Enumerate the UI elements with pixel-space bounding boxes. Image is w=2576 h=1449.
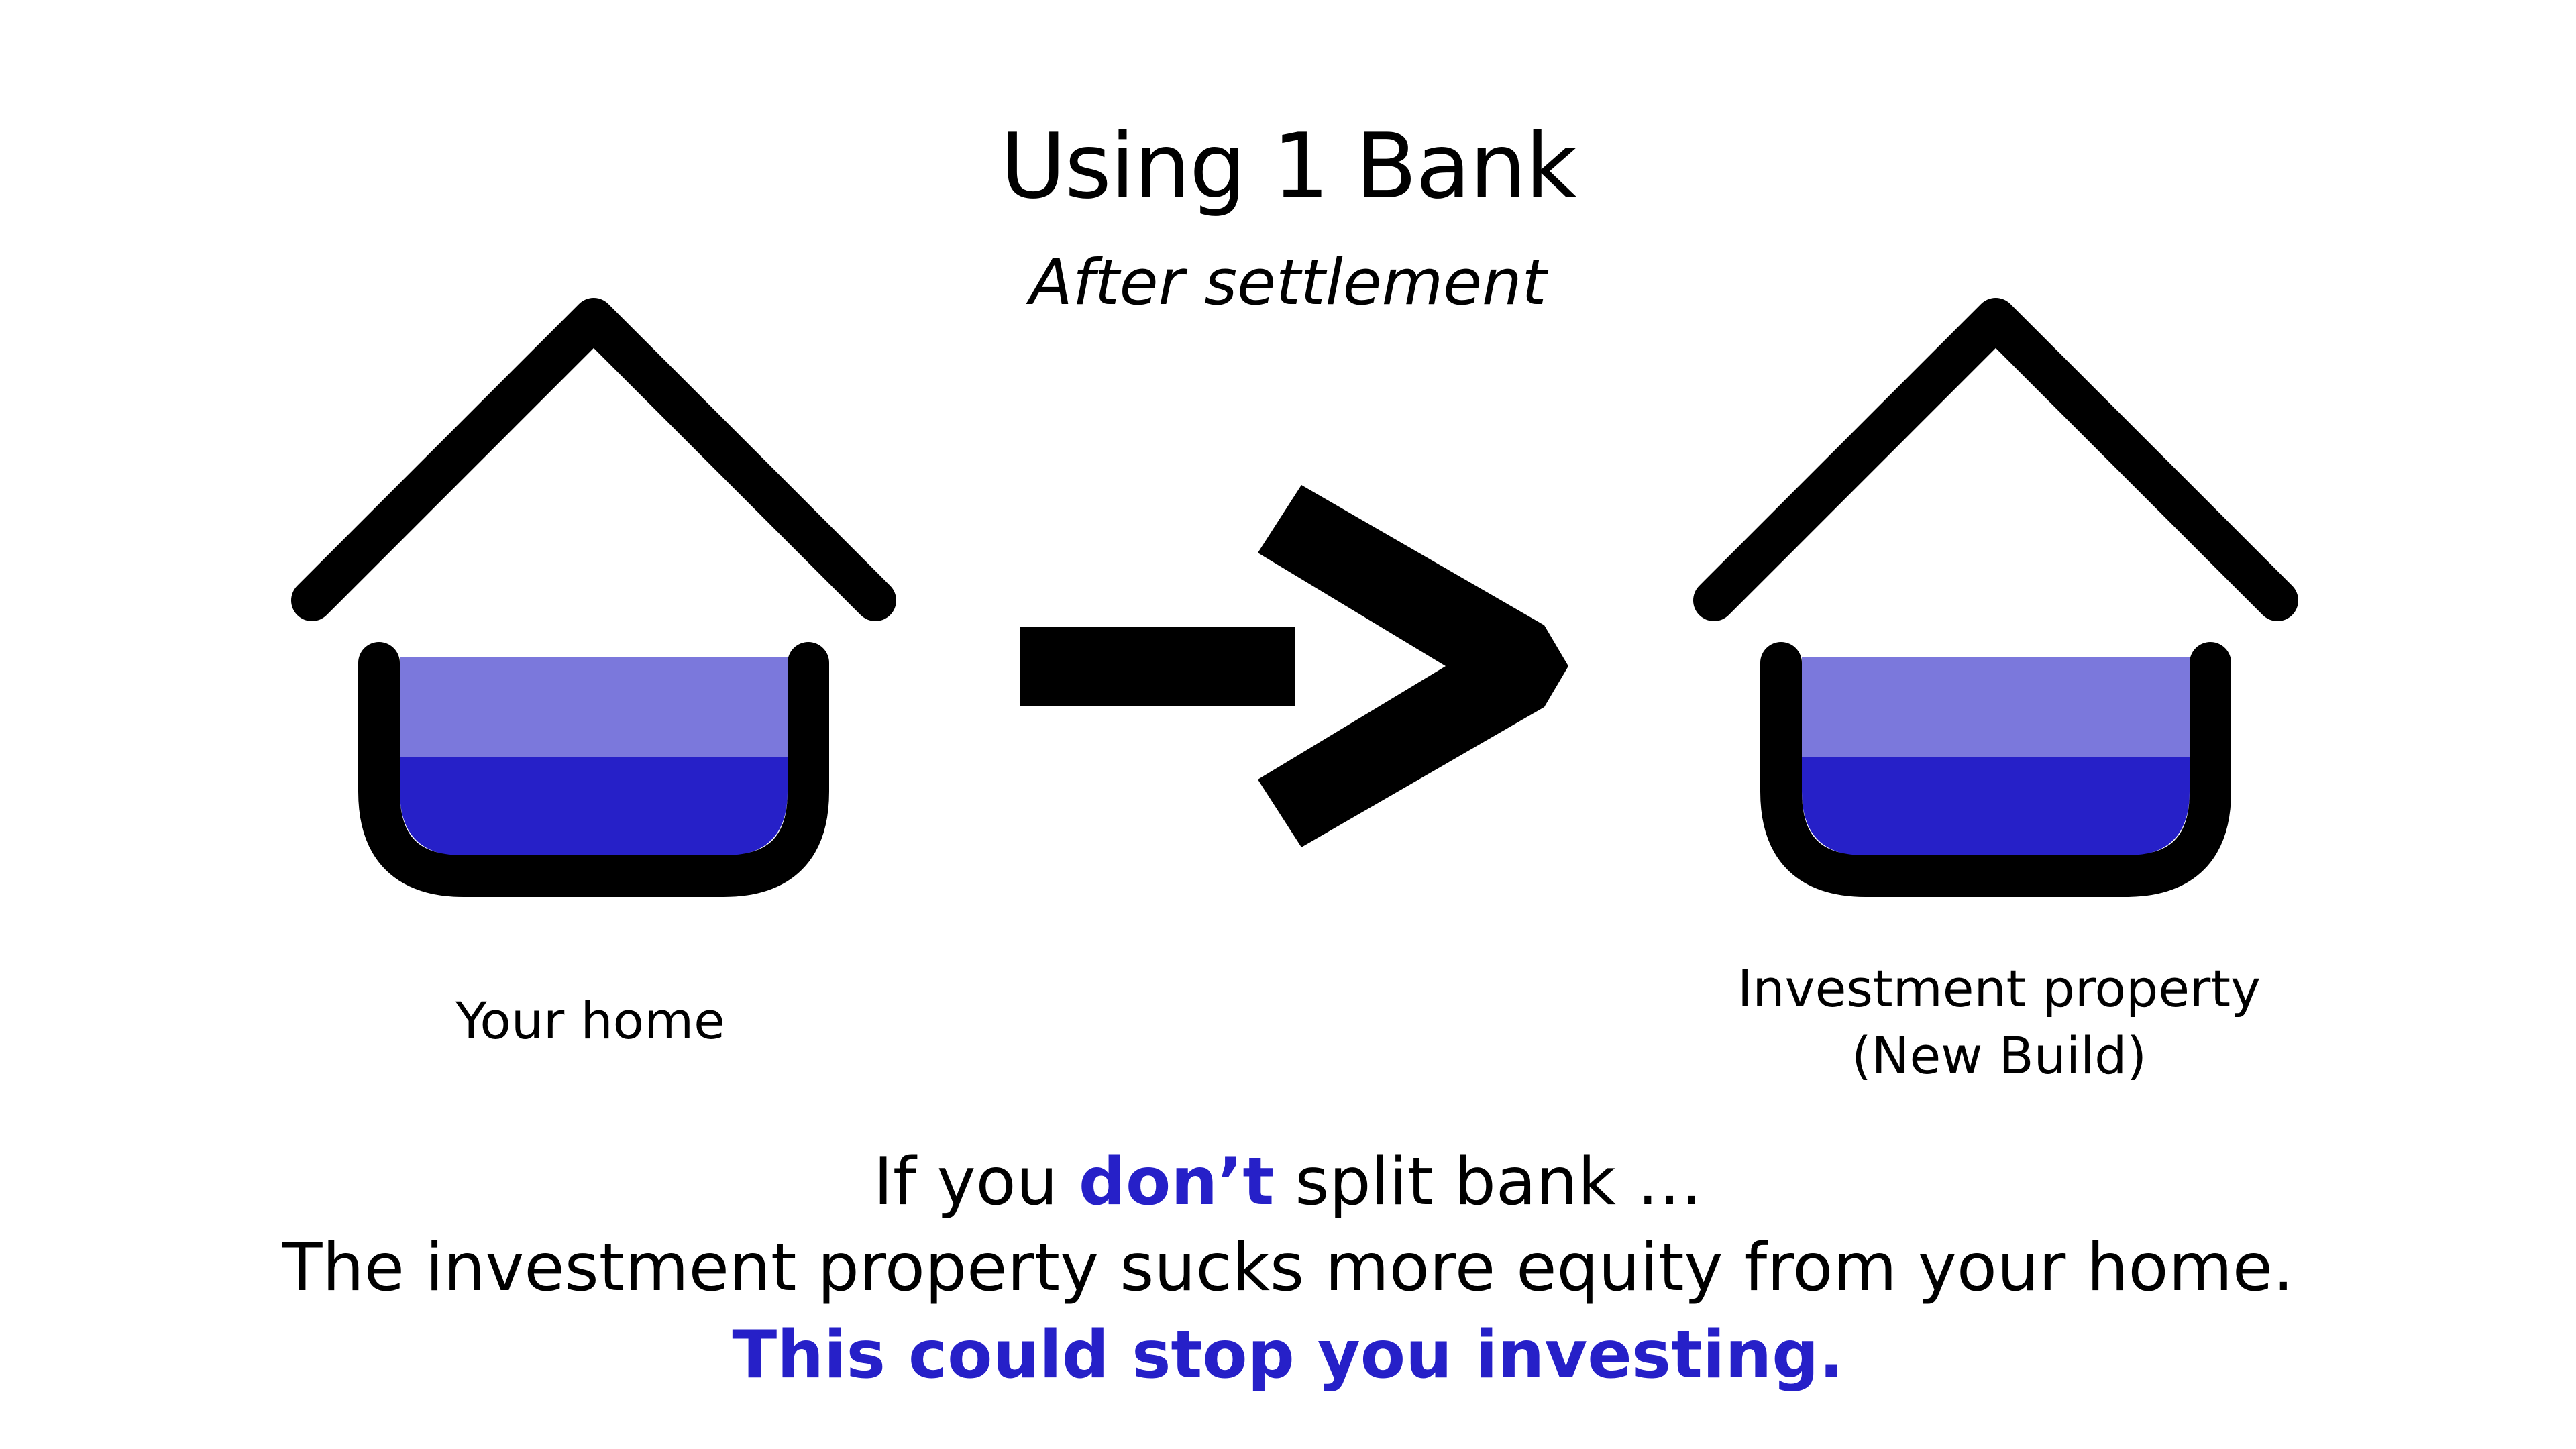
message-line-2: The investment property sucks more equit…	[282, 1230, 2294, 1306]
message-emphasis: don’t	[1078, 1144, 1275, 1220]
house-bowl	[1760, 642, 2231, 897]
message-line-1-after: split bank …	[1274, 1144, 1703, 1220]
house-icon	[291, 298, 896, 897]
slide-subtitle: After settlement	[1029, 246, 1547, 319]
message-line-1-before: If you	[873, 1144, 1079, 1220]
house-label-your-home: Your home	[322, 987, 859, 1055]
house-label-line: (New Build)	[1851, 1026, 2147, 1085]
house-roof	[291, 298, 896, 621]
message-line-1: If you don’t split bank …	[0, 1139, 2576, 1225]
house-label-investment-property: Investment property (New Build)	[1597, 955, 2402, 1089]
equity-fill-light	[400, 657, 788, 758]
equity-fill-light	[1802, 657, 2190, 758]
house-bowl	[358, 642, 829, 897]
house-icon	[1693, 298, 2298, 897]
house-label-line: Your home	[455, 991, 725, 1051]
equity-fill-dark	[400, 757, 788, 856]
message-line-3: This could stop you investing.	[732, 1317, 1844, 1393]
arrow-right-icon	[1020, 485, 1568, 847]
house-label-line: Investment property	[1737, 959, 2261, 1018]
house-roof	[1693, 298, 2298, 621]
slide-title: Using 1 Bank	[1000, 114, 1577, 219]
equity-fill-dark	[1802, 757, 2190, 856]
